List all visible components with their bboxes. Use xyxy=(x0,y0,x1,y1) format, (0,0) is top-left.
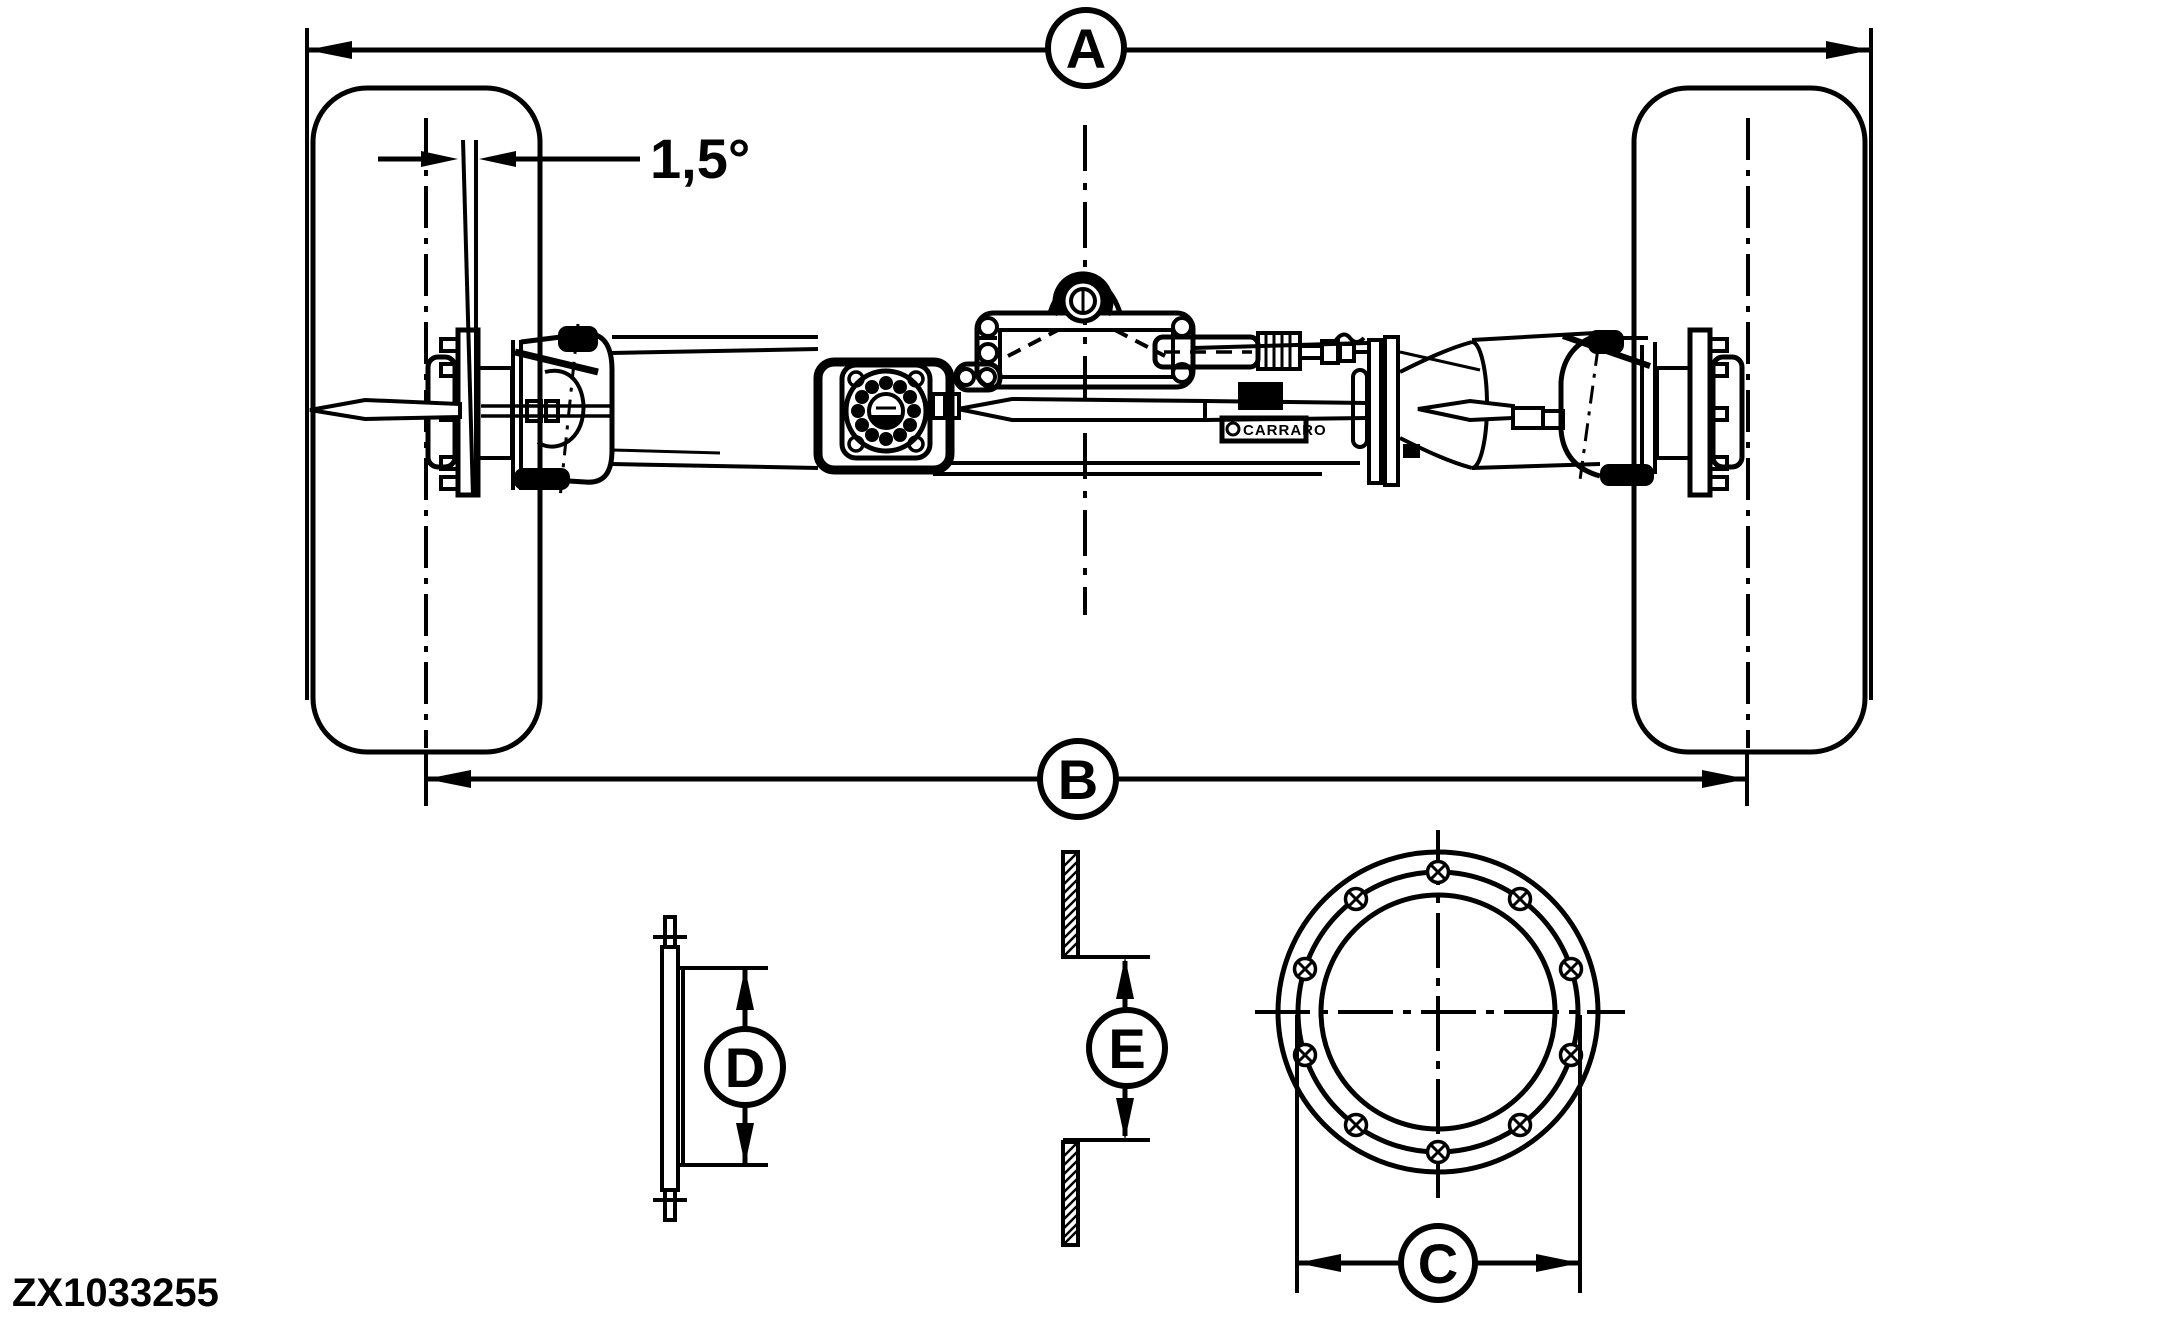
view-hub-flange-face: C xyxy=(1255,830,1625,1303)
arrowhead-up-icon xyxy=(1116,957,1134,999)
pivot-eye-ring xyxy=(1052,271,1114,317)
axle-assembly: CARRARO xyxy=(309,125,1745,615)
bolt-hole-icon xyxy=(1425,859,1451,885)
arrowhead-down-icon xyxy=(1116,1098,1134,1140)
dimension-d: D xyxy=(704,968,786,1165)
axle-brand-label: CARRARO xyxy=(1243,422,1327,439)
camber-angle-label: 1,5° xyxy=(650,127,750,190)
arrowhead-right-icon xyxy=(421,151,458,167)
bolt-hole-icon xyxy=(1507,886,1533,912)
rim-section-top-bar xyxy=(1061,850,1080,959)
wheel-bolt-holes xyxy=(1292,859,1584,1165)
bolt-hole-icon xyxy=(1343,886,1369,912)
bolt-hole-icon xyxy=(1292,956,1318,982)
wheel-plane-tilted-line xyxy=(461,139,475,498)
dimension-d-label: D xyxy=(725,1036,765,1099)
dimension-a: A xyxy=(305,7,1873,700)
bolt-hole-icon xyxy=(1558,956,1584,982)
right-kingpin-plates xyxy=(1351,335,1489,487)
dimension-a-balloon xyxy=(1045,7,1127,89)
dimension-e-balloon xyxy=(1086,1007,1168,1089)
right-wheel-flange xyxy=(1655,327,1745,498)
arrowhead-down-icon xyxy=(736,1123,754,1165)
bolt-hole-icon xyxy=(1292,1042,1318,1068)
arrowhead-right-icon xyxy=(1826,41,1871,59)
differential-input-flange xyxy=(813,357,955,475)
arrowhead-right-icon xyxy=(1702,770,1747,788)
view-flange-side: D xyxy=(653,915,786,1222)
tire-right-outline xyxy=(1631,85,1868,755)
dimension-e: E xyxy=(1086,957,1168,1140)
dimension-d-balloon xyxy=(704,1026,786,1108)
arrowhead-left-icon xyxy=(426,770,471,788)
axle-brand-badge: CARRARO xyxy=(1219,382,1327,444)
disc-top-stub xyxy=(663,915,677,949)
disc-bottom-stub xyxy=(663,1188,677,1222)
figure-code: ZX1033255 xyxy=(12,1271,219,1315)
dimension-c: C xyxy=(1295,1015,1582,1303)
flange-bolt-ring xyxy=(851,376,921,446)
bolt-hole-icon xyxy=(1343,1112,1369,1138)
dimension-b-balloon xyxy=(1037,738,1119,820)
camber-angle-callout: 1,5° xyxy=(378,127,750,190)
dimension-b: B xyxy=(424,738,1749,820)
dimension-c-balloon xyxy=(1398,1223,1478,1303)
bolt-hole-icon xyxy=(1507,1112,1533,1138)
dimension-b-label: B xyxy=(1058,748,1098,811)
view-rim-section: E xyxy=(1061,850,1168,1247)
left-axle-tube xyxy=(611,335,819,470)
dimension-c-label: C xyxy=(1418,1232,1458,1295)
tire-right xyxy=(1631,85,1868,755)
arrowhead-right-icon xyxy=(1536,1254,1580,1272)
dimension-e-label: E xyxy=(1108,1017,1145,1080)
bolt-hole-icon xyxy=(1425,1139,1451,1165)
tie-rod-right-arm xyxy=(1417,398,1565,430)
pivot-eye-bushing xyxy=(1069,287,1097,315)
tie-rod-left-end xyxy=(309,397,612,423)
retaining-clip-icon xyxy=(1334,332,1366,344)
arrowhead-left-icon xyxy=(1297,1254,1341,1272)
steering-cylinder xyxy=(1152,331,1370,371)
dimension-a-label: A xyxy=(1066,17,1106,80)
arrowhead-left-icon xyxy=(479,151,516,167)
arrowhead-left-icon xyxy=(307,41,352,59)
rim-section-bottom-bar xyxy=(1061,1140,1080,1247)
arrowhead-up-icon xyxy=(736,968,754,1010)
